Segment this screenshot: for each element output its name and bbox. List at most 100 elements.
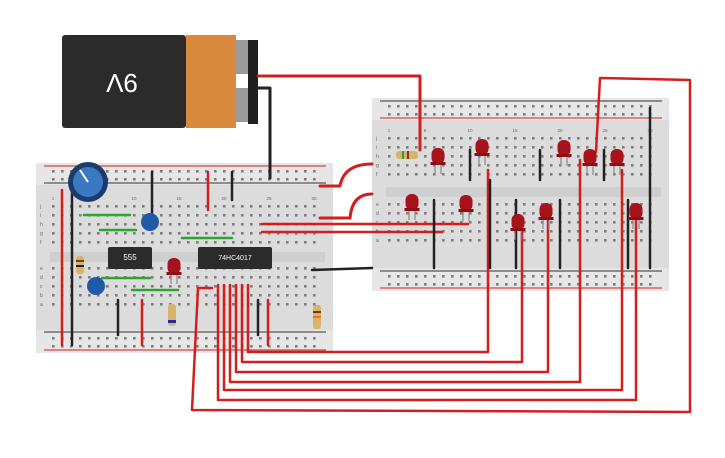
breadboard-hole — [277, 241, 280, 244]
breadboard-hole — [160, 170, 163, 173]
breadboard-hole — [586, 239, 589, 242]
breadboard-hole — [295, 214, 298, 217]
breadboard-hole — [649, 283, 652, 286]
breadboard-hole — [52, 337, 55, 340]
column-number: 30 — [311, 196, 317, 201]
led-red[interactable] — [538, 203, 554, 229]
breadboard-hole — [52, 241, 55, 244]
breadboard-hole — [640, 203, 643, 206]
wire-output-loop-long[interactable] — [190, 76, 692, 414]
battery-9v[interactable]: 9V — [62, 35, 258, 128]
led-red[interactable] — [510, 214, 526, 240]
breadboard-hole — [259, 241, 262, 244]
resistor[interactable] — [313, 305, 321, 329]
breadboard-hole — [268, 241, 271, 244]
led-red[interactable] — [404, 194, 420, 220]
breadboard-hole — [295, 337, 298, 340]
breadboard-hole — [79, 294, 82, 297]
breadboard-hole — [79, 285, 82, 288]
led-red[interactable] — [582, 149, 598, 175]
breadboard-hole — [187, 294, 190, 297]
led-red[interactable] — [458, 195, 474, 221]
breadboard-hole — [433, 105, 436, 108]
breadboard-hole — [595, 230, 598, 233]
breadboard-hole — [505, 283, 508, 286]
breadboard-hole — [223, 170, 226, 173]
breadboard-hole — [295, 178, 298, 181]
breadboard-hole — [406, 283, 409, 286]
row-letter: j — [39, 204, 41, 210]
breadboard-hole — [223, 178, 226, 181]
led-group — [166, 139, 644, 284]
resistor[interactable] — [76, 256, 84, 274]
breadboard-hole — [142, 232, 145, 235]
breadboard-hole — [415, 239, 418, 242]
breadboard-hole — [187, 241, 190, 244]
breadboard-hole — [640, 146, 643, 149]
breadboard-hole — [313, 267, 316, 270]
breadboard-hole — [451, 105, 454, 108]
led-rim — [404, 208, 420, 211]
breadboard-hole — [214, 223, 217, 226]
wire-output-loop[interactable] — [234, 218, 550, 374]
breadboard-hole — [532, 155, 535, 158]
wire-output-loop[interactable] — [246, 168, 490, 354]
wire-output-loop[interactable] — [228, 158, 582, 384]
breadboard-hole — [169, 232, 172, 235]
wire-rail-bridge[interactable] — [318, 162, 374, 188]
breadboard-hole — [232, 285, 235, 288]
breadboard-hole — [442, 203, 445, 206]
breadboard-hole — [313, 337, 316, 340]
breadboard-hole — [250, 205, 253, 208]
led-red[interactable] — [166, 258, 182, 284]
breadboard-hole — [550, 155, 553, 158]
breadboard-hole — [424, 221, 427, 224]
breadboard-hole — [88, 303, 91, 306]
breadboard-hole — [631, 155, 634, 158]
breadboard-hole — [313, 232, 316, 235]
wire-battery-negative[interactable] — [256, 86, 272, 180]
led-red[interactable] — [609, 149, 625, 175]
wire-output-loop[interactable] — [240, 224, 524, 364]
led-red[interactable] — [474, 139, 490, 165]
breadboard-hole — [442, 113, 445, 116]
breadboard-hole — [415, 283, 418, 286]
breadboard-hole — [388, 283, 391, 286]
battery-body-orange — [186, 35, 236, 128]
wire-ground-bridge[interactable] — [310, 266, 374, 272]
breadboard-hole — [532, 164, 535, 167]
led-red[interactable] — [556, 140, 572, 166]
row-letter: g — [376, 163, 379, 169]
led-body — [539, 203, 553, 219]
breadboard-hole — [496, 113, 499, 116]
resistor[interactable] — [168, 304, 176, 326]
chip-74hc4017[interactable]: 74HC4017 — [198, 247, 272, 269]
breadboard-hole — [424, 275, 427, 278]
resistor[interactable] — [396, 151, 418, 159]
wire-output-loop[interactable] — [216, 216, 638, 402]
breadboard-hole — [259, 337, 262, 340]
led-red[interactable] — [628, 203, 644, 229]
capacitor[interactable] — [87, 277, 105, 295]
breadboard-hole — [424, 113, 427, 116]
capacitor[interactable] — [141, 213, 159, 231]
breadboard-hole — [187, 205, 190, 208]
breadboard-hole — [613, 239, 616, 242]
breadboard-hole — [640, 239, 643, 242]
breadboard-hole — [532, 173, 535, 176]
breadboard-hole — [241, 170, 244, 173]
breadboard-hole — [196, 205, 199, 208]
chip-555[interactable]: 555 — [108, 247, 152, 269]
potentiometer[interactable] — [68, 162, 108, 202]
breadboard-hole — [631, 221, 634, 224]
breadboard-hole — [124, 345, 127, 348]
breadboard-hole — [532, 137, 535, 140]
led-red[interactable] — [430, 148, 446, 174]
wire-output-loop[interactable] — [222, 168, 624, 392]
breadboard-hole — [88, 267, 91, 270]
wire-battery-positive[interactable] — [256, 74, 422, 152]
wire-counter-output[interactable] — [318, 192, 374, 220]
breadboard-hole — [232, 214, 235, 217]
breadboard-hole — [259, 214, 262, 217]
breadboard-hole — [415, 164, 418, 167]
